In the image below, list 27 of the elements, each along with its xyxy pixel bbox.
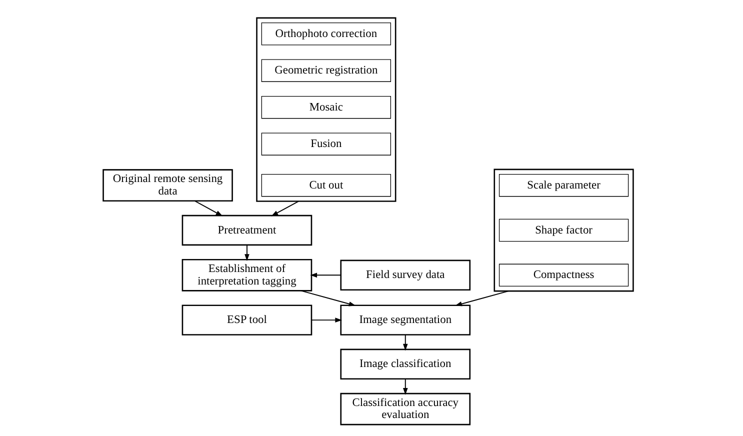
node-box: Scale parameter xyxy=(498,174,629,197)
node-box: Shape factor xyxy=(498,218,629,242)
node-box: Field survey data xyxy=(340,260,471,290)
node-box: Geometric registration xyxy=(261,59,392,82)
node-box: Fusion xyxy=(261,132,392,156)
arrow xyxy=(402,378,408,395)
node-box: Pretreatment xyxy=(182,214,312,246)
arrow xyxy=(300,290,356,306)
node-box: Original remote sensing data xyxy=(102,169,233,202)
arrow xyxy=(310,272,342,278)
node-box: Mosaic xyxy=(261,96,392,119)
node-box: Classification accuracy evaluation xyxy=(340,392,471,426)
cluster xyxy=(256,17,396,202)
node-box: Orthophoto correction xyxy=(261,22,392,46)
arrow xyxy=(194,200,223,216)
arrow xyxy=(244,244,250,262)
arrow xyxy=(402,334,408,351)
cluster xyxy=(494,168,634,292)
arrow xyxy=(455,290,509,306)
node-box: Cut out xyxy=(261,174,392,197)
node-box: Establishment of interpretation tagging xyxy=(182,259,312,292)
node-box: Image classification xyxy=(340,348,471,380)
node-box: ESP tool xyxy=(182,304,312,336)
arrow xyxy=(311,318,342,322)
node-box: Image segmentation xyxy=(340,304,471,336)
arrow xyxy=(271,200,300,216)
node-box: Compactness xyxy=(498,264,629,286)
